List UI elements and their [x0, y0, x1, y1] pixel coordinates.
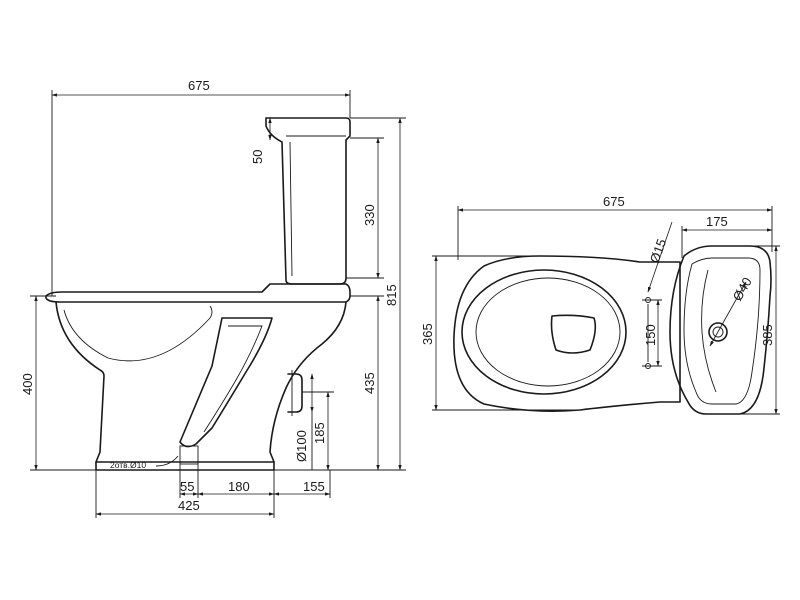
bowl-outline: [55, 301, 347, 463]
dim-hole-spacing: 150: [643, 324, 658, 346]
tank-inner: [289, 141, 293, 277]
base-foot: [179, 445, 199, 465]
dim-offset-b: 180: [228, 479, 250, 494]
mount-holes-label: 2отв.Ø10: [110, 460, 146, 470]
dim-tank-width: 175: [706, 214, 728, 229]
bowl-inner: [63, 305, 213, 362]
side-view: 2отв.Ø10 675 50 330 815 435 400 185: [20, 78, 406, 518]
tank-contour: [701, 269, 717, 393]
dim-inlet-diameter: Ø15: [647, 237, 670, 265]
seat-outline: [45, 283, 351, 303]
dim-tank-length: 385: [760, 324, 775, 346]
dim-offset-c: 155: [303, 479, 325, 494]
mount-leader: [155, 455, 179, 467]
dim-tank-height: 330: [362, 204, 377, 226]
top-bowl-rim: [461, 269, 627, 395]
outlet-pipe: [287, 373, 303, 413]
trapway-inner: [203, 325, 263, 433]
dim-overall-width: 675: [188, 78, 210, 93]
dim-button-diameter: Ø40: [730, 275, 755, 304]
top-tank-inner: [683, 257, 761, 405]
dim-outlet-diameter: Ø100: [294, 430, 309, 462]
dim-bowl-height: 400: [20, 373, 35, 395]
dim-bowl-width: 365: [420, 323, 435, 345]
top-bowl-outline: [453, 255, 681, 412]
drain-outline: [550, 314, 597, 354]
dim-lid-height: 50: [250, 150, 265, 164]
dim-total-height: 815: [384, 284, 399, 306]
top-bowl-inner: [475, 277, 621, 387]
top-tank-outline: [669, 245, 772, 415]
dim-seat-height: 435: [362, 372, 377, 394]
dim-line-d40: [709, 281, 747, 347]
top-view: 150 Ø15 Ø40 675 175 365 385: [420, 194, 780, 415]
dim-top-overall-width: 675: [603, 194, 625, 209]
dim-outlet-height: 185: [312, 422, 327, 444]
tank-outline: [265, 117, 351, 285]
dim-offset-a: 55: [180, 479, 194, 494]
trapway-outer: [179, 317, 273, 448]
dim-line-d15: [647, 221, 673, 293]
base-outline: [95, 461, 275, 471]
dim-base-width: 425: [178, 498, 200, 513]
